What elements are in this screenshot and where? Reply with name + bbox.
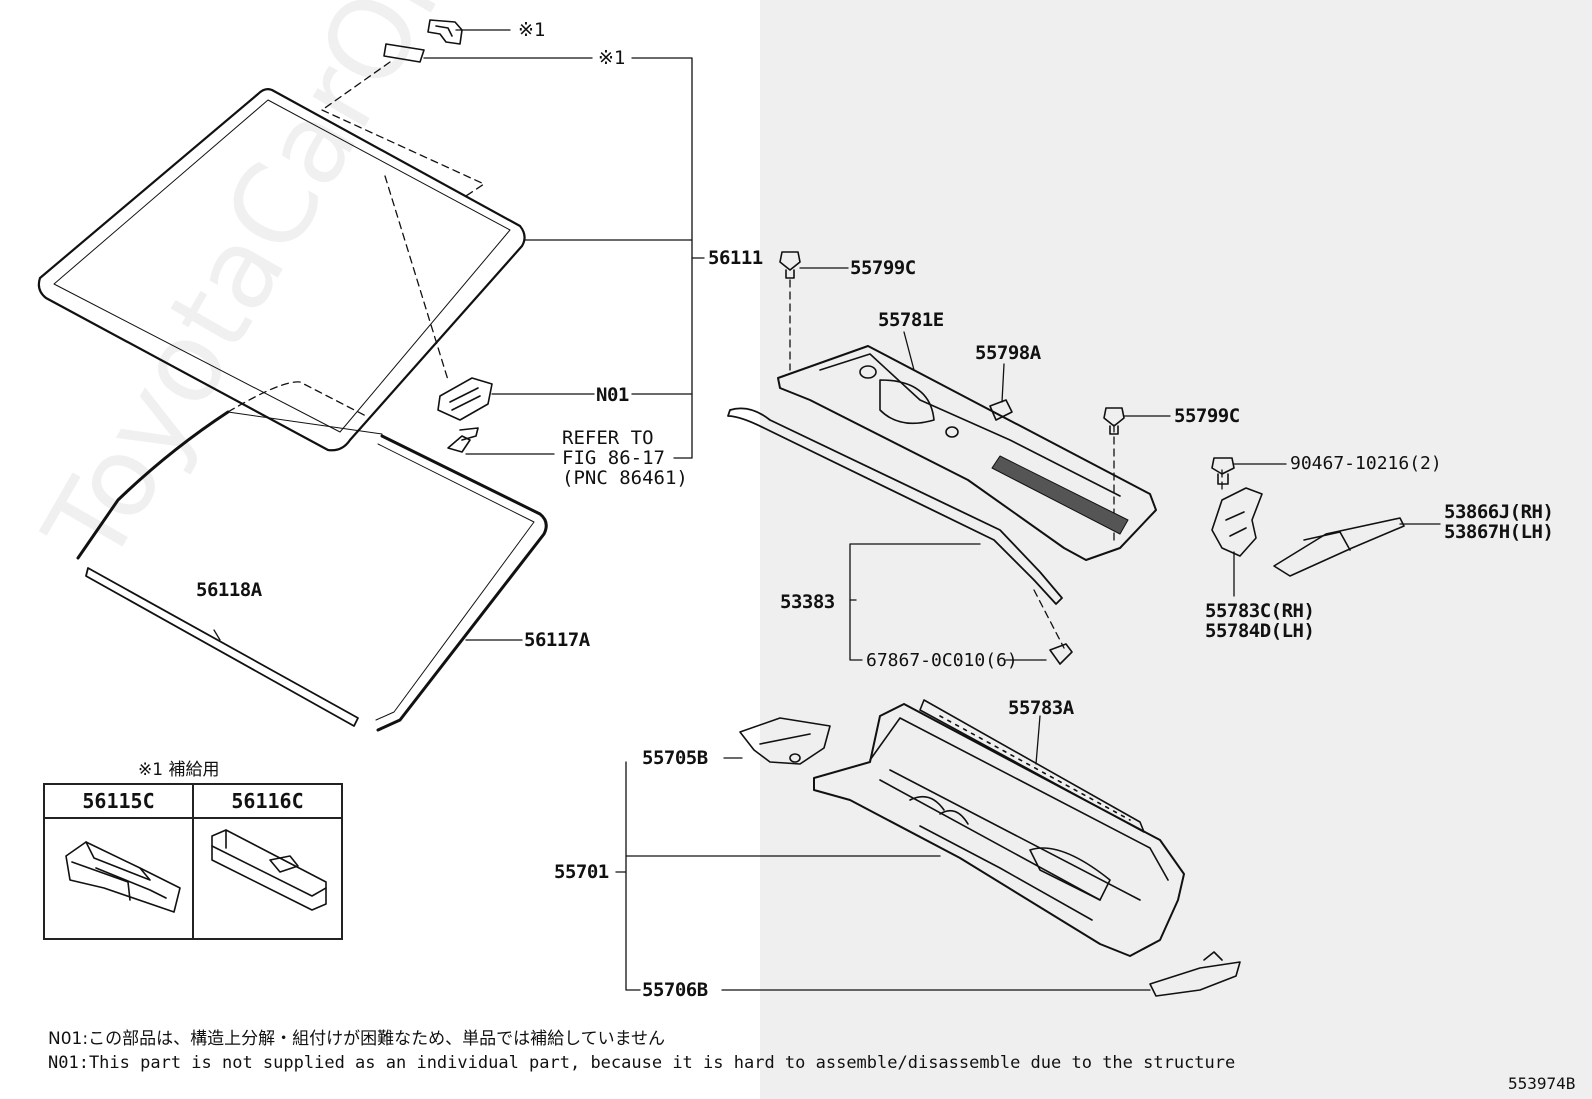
bolt-90467-icon	[1211, 457, 1235, 485]
bracket-55783c	[1211, 487, 1263, 557]
star1-label-top: ※1	[518, 19, 546, 41]
part-label-53383[interactable]: 53383	[780, 591, 835, 613]
part-label-55705b[interactable]: 55705B	[642, 747, 708, 769]
clip-55799c-icon-2	[1103, 407, 1125, 435]
shaded-background-panel	[760, 0, 1592, 1099]
clip-top-icon	[383, 19, 463, 63]
seal-53383	[727, 407, 1073, 665]
part-label-55783c[interactable]: 55783C(RH) 55784D(LH)	[1205, 600, 1315, 642]
seal-53866j	[1273, 517, 1405, 577]
cowl-panel-55701	[813, 703, 1185, 957]
dam-56118a	[85, 567, 359, 727]
part-56116c-drawing	[211, 829, 327, 911]
cowl-louver-55781e	[777, 345, 1157, 561]
part-label-56111[interactable]: 56111	[708, 247, 763, 269]
part-label-56117a[interactable]: 56117A	[524, 629, 590, 651]
n01-bracket-icon	[437, 377, 493, 453]
part-label-55783a[interactable]: 55783A	[1008, 697, 1074, 719]
note-japanese: N01:この部品は、構造上分解・組付けが困難なため、単品では補給していません	[48, 1029, 666, 1049]
box-divider	[192, 819, 194, 940]
windshield-glass	[37, 88, 526, 452]
refer-fig-label[interactable]: REFER TO FIG 86-17 (PNC 86461)	[562, 427, 688, 489]
part-label-55799c[interactable]: 55799C	[850, 257, 916, 279]
molding-56117a	[76, 410, 548, 732]
part-56115c-drawing	[65, 841, 181, 913]
part-label-55701[interactable]: 55701	[554, 861, 609, 883]
part-label-53866j[interactable]: 53866J(RH) 53867H(LH)	[1444, 501, 1554, 543]
leader-lines-right	[615, 267, 1441, 991]
projection-lines	[227, 61, 1223, 649]
part-label-55798a[interactable]: 55798A	[975, 342, 1041, 364]
part-label-n01[interactable]: N01	[596, 384, 629, 406]
note-english: N01:This part is not supplied as an indi…	[48, 1053, 1236, 1073]
leader-lines-left	[213, 29, 705, 641]
supply-parts-note: ※1 補給用	[138, 760, 220, 780]
part-label-56115c[interactable]: 56115C	[45, 785, 194, 819]
part-label-55706b[interactable]: 55706B	[642, 979, 708, 1001]
part-label-55799c-2[interactable]: 55799C	[1174, 405, 1240, 427]
part-label-67867[interactable]: 67867-0C010(6)	[866, 650, 1018, 671]
part-label-55781e[interactable]: 55781E	[878, 309, 944, 331]
seal-55783a	[919, 699, 1145, 833]
bracket-55705b	[739, 717, 831, 765]
star1-label-mid: ※1	[598, 47, 626, 69]
part-label-90467[interactable]: 90467-10216(2)	[1290, 453, 1442, 474]
figure-id: 553974B	[1508, 1074, 1576, 1093]
part-label-56116c[interactable]: 56116C	[194, 785, 341, 819]
part-label-56118a[interactable]: 56118A	[196, 579, 262, 601]
clip-55798a-icon	[989, 399, 1013, 421]
clip-55799c-icon	[779, 251, 801, 279]
supply-parts-box: 56115C 56116C	[43, 783, 343, 940]
bracket-55706b	[1149, 951, 1241, 997]
